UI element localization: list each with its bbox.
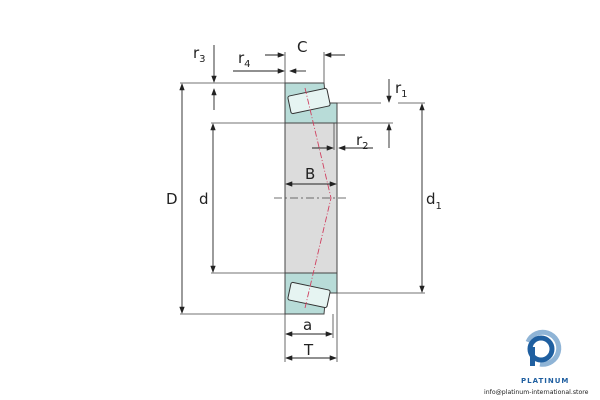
label-B: B bbox=[305, 165, 315, 183]
label-d1: d1 bbox=[426, 190, 442, 212]
logo-brand-text: PLATINUM bbox=[521, 377, 569, 385]
roller-bottom bbox=[287, 281, 331, 309]
label-r2: r2 bbox=[356, 131, 369, 152]
label-C: C bbox=[297, 38, 307, 56]
roller-top bbox=[287, 87, 331, 115]
logo-email: info@platinum-international.store bbox=[484, 388, 589, 396]
platinum-logo: PLATINUM info@platinum-international.sto… bbox=[484, 329, 589, 396]
label-r3: r3 bbox=[193, 44, 206, 65]
extension-lines bbox=[180, 52, 425, 362]
label-r4: r4 bbox=[238, 49, 251, 70]
label-D: D bbox=[166, 190, 178, 208]
label-a: a bbox=[303, 316, 312, 334]
label-T: T bbox=[303, 341, 314, 359]
label-r1: r1 bbox=[395, 79, 408, 100]
label-d: d bbox=[199, 190, 209, 208]
pressure-center-line bbox=[304, 87, 332, 309]
